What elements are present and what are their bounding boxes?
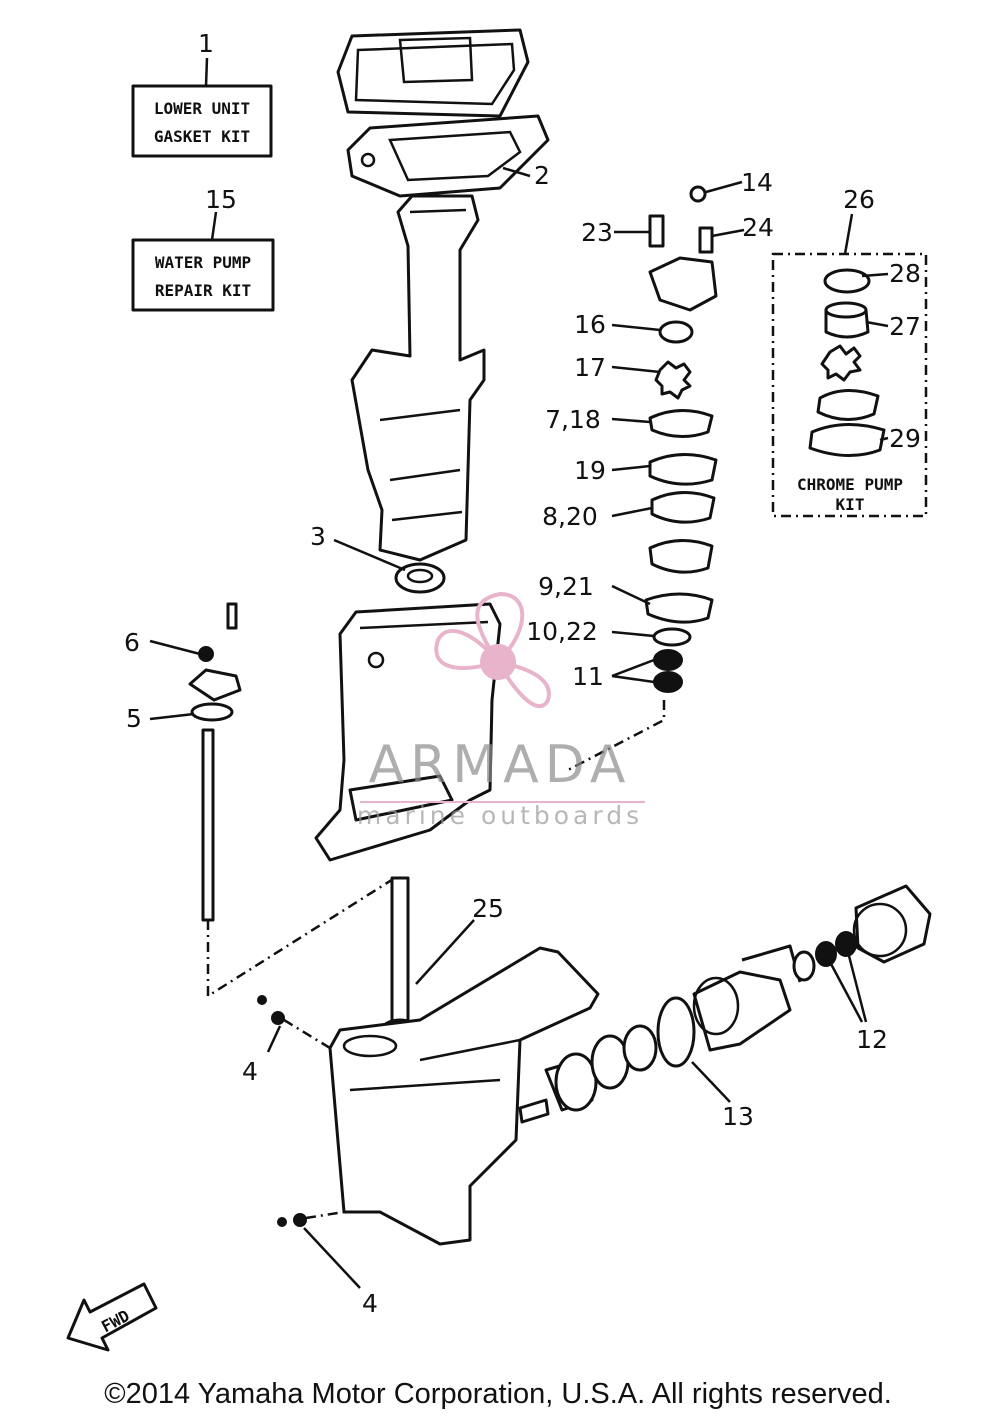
callout-29: 29 [889, 424, 921, 453]
callout-5: 5 [126, 704, 142, 733]
callout-9-21: 9,21 [538, 572, 594, 601]
leader-lines [149, 166, 868, 1289]
prop-shaft-parts [518, 884, 932, 1124]
armada-watermark: ARMADA marine outboards [357, 591, 645, 830]
copyright-notice: ©2014 Yamaha Motor Corporation, U.S.A. A… [104, 1378, 892, 1410]
water-pump-repair-kit-line2: REPAIR KIT [155, 281, 251, 300]
top-gasket-plate [336, 28, 530, 118]
callout-4-lower: 4 [362, 1289, 378, 1318]
speedometer-parts [188, 602, 399, 999]
chrome-pump-kit-line1: CHROME PUMP [797, 475, 903, 494]
chrome-impeller [820, 344, 862, 382]
callout-12: 12 [856, 1025, 888, 1054]
callout-27: 27 [889, 312, 921, 341]
watermark-brand: ARMADA [369, 735, 632, 795]
callout-13: 13 [722, 1102, 754, 1131]
callout-labels: 1 2 3 4 4 5 6 7,18 8,20 9,21 10,22 11 12… [124, 29, 921, 1318]
lower-unit-gasket-kit-box: LOWER UNIT GASKET KIT [131, 57, 273, 158]
chrome-pump-kit-group: CHROME PUMP KIT [771, 213, 928, 518]
callout-14: 14 [741, 168, 773, 197]
chrome-gasket-29 [808, 422, 886, 458]
water-pump-repair-kit-box: WATER PUMP REPAIR KIT [131, 211, 275, 312]
chrome-pump-kit-line2: KIT [836, 495, 865, 514]
callout-25: 25 [472, 894, 504, 923]
callout-6: 6 [124, 628, 140, 657]
chrome-plate [816, 389, 880, 421]
drive-shaft [380, 876, 420, 1042]
callout-11: 11 [572, 662, 604, 691]
callout-26: 26 [843, 185, 875, 214]
exhaust-gasket-2 [346, 114, 550, 198]
water-pump-stack [567, 185, 718, 772]
propeller-logo [434, 591, 551, 709]
callout-19: 19 [574, 456, 606, 485]
lower-unit-gasket-kit-line1: LOWER UNIT [154, 99, 250, 118]
o-ring-13 [656, 996, 696, 1068]
callout-2: 2 [534, 161, 550, 190]
callout-23: 23 [581, 218, 613, 247]
water-pump-repair-kit-line1: WATER PUMP [155, 253, 251, 272]
upper-casing [350, 194, 486, 562]
callout-15: 15 [205, 185, 237, 214]
callout-3: 3 [310, 522, 326, 551]
callout-24: 24 [742, 213, 774, 242]
chrome-part-28 [823, 268, 871, 294]
callout-4-upper: 4 [242, 1057, 258, 1086]
callout-7-18: 7,18 [545, 405, 601, 434]
callout-16: 16 [574, 310, 606, 339]
watermark-tagline: marine outboards [357, 801, 643, 830]
callout-10-22: 10,22 [526, 617, 598, 646]
lower-unit-gasket-kit-line2: GASKET KIT [154, 127, 250, 146]
callout-17: 17 [574, 353, 606, 382]
seal-3 [394, 562, 446, 594]
callout-1: 1 [198, 29, 214, 58]
gearcase [257, 946, 600, 1246]
forward-direction-arrow: FWD [66, 1282, 158, 1352]
callout-8-20: 8,20 [542, 502, 598, 531]
callout-28: 28 [889, 259, 921, 288]
